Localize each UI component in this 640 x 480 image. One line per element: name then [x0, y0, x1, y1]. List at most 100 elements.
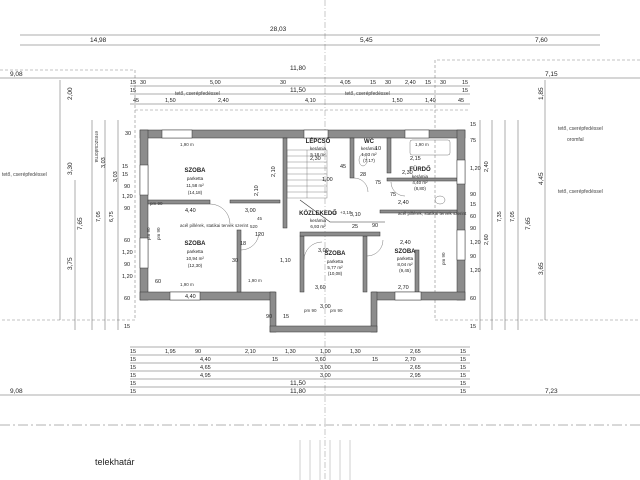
svg-text:15: 15 — [460, 373, 466, 379]
svg-text:25: 25 — [352, 224, 358, 230]
svg-text:4,65: 4,65 — [200, 365, 211, 371]
svg-text:pm 90: pm 90 — [156, 227, 161, 240]
svg-text:parketta: parketta — [327, 259, 344, 264]
dim-top-2: 5,45 — [360, 37, 373, 44]
svg-text:1,95: 1,95 — [165, 349, 176, 355]
svg-text:FÜRDŐ: FÜRDŐ — [409, 166, 431, 173]
svg-text:1,20: 1,20 — [122, 194, 133, 200]
svg-text:2,40: 2,40 — [398, 200, 409, 206]
svg-text:(9,45): (9,45) — [399, 268, 411, 273]
svg-text:1,50: 1,50 — [165, 98, 176, 104]
svg-text:2,70: 2,70 — [398, 285, 409, 291]
svg-text:60: 60 — [470, 296, 476, 302]
dim-left-2: 3,30 — [67, 162, 74, 175]
svg-text:SZOBA: SZOBA — [185, 168, 207, 174]
svg-text:15: 15 — [470, 122, 476, 128]
room-szoba-4: SZOBA parketta 8,04 m² (9,45) — [395, 249, 417, 273]
dim-top-3: 7,60 — [535, 37, 548, 44]
svg-text:75: 75 — [375, 180, 381, 186]
svg-text:45: 45 — [340, 164, 346, 170]
svg-text:parketta: parketta — [397, 256, 414, 261]
room-szoba-1: SZOBA parketta 11,58 m² (14,18) — [185, 168, 207, 195]
svg-text:60: 60 — [124, 238, 130, 244]
flat-marks: pm 90 pm 90 pm 90 pm 90 pm 90 pm 90 — [146, 201, 446, 313]
svg-text:parketta: parketta — [187, 249, 204, 254]
svg-text:90: 90 — [195, 349, 201, 355]
svg-text:SZOBA: SZOBA — [395, 249, 417, 255]
door-swings — [209, 177, 406, 261]
svg-text:5,00: 5,00 — [210, 80, 221, 86]
svg-text:(12,30): (12,30) — [188, 263, 203, 268]
windows — [139, 129, 466, 301]
svg-text:1,20: 1,20 — [470, 240, 481, 246]
svg-text:2,30: 2,30 — [310, 156, 321, 162]
stair-level: +3,10 — [340, 210, 352, 215]
svg-text:(14,18): (14,18) — [188, 190, 203, 195]
dim-right-2: 4,45 — [538, 172, 545, 185]
svg-text:2,40: 2,40 — [400, 240, 411, 246]
svg-text:2,10: 2,10 — [245, 349, 256, 355]
svg-text:pm 90: pm 90 — [330, 308, 343, 313]
svg-text:15: 15 — [470, 202, 476, 208]
dim-left-1: 2,00 — [67, 87, 74, 100]
svg-text:15: 15 — [370, 80, 376, 86]
svg-text:2,40: 2,40 — [405, 80, 416, 86]
dim-top2-3: 7,15 — [545, 71, 558, 78]
roof-outline-left — [0, 69, 136, 321]
svg-text:kerámia: kerámia — [361, 146, 378, 151]
dim-overall: 28,03 — [270, 26, 287, 33]
svg-text:18: 18 — [240, 241, 246, 247]
staircase — [286, 149, 385, 223]
svg-text:90: 90 — [470, 254, 476, 260]
svg-text:1,20: 1,20 — [470, 268, 481, 274]
dim-left-4: 7,65 — [77, 217, 84, 230]
svg-text:1,00: 1,00 — [322, 177, 333, 183]
svg-text:3,00: 3,00 — [245, 208, 256, 214]
svg-text:kerámia: kerámia — [310, 146, 327, 151]
dim-bottom-row-2: 15 4,40 15 3,60 15 2,70 15 — [130, 357, 466, 363]
dim-top2-2: 11,80 — [290, 65, 306, 72]
svg-text:SZOBA: SZOBA — [325, 251, 347, 257]
dim-top2-1: 9,08 — [10, 71, 23, 78]
svg-text:2,10: 2,10 — [271, 166, 277, 177]
roof-label-left: tető, cserépfedéssel — [2, 172, 47, 178]
stair-dim-2: 520 — [250, 224, 258, 229]
svg-text:KÖZLEKEDŐ: KÖZLEKEDŐ — [299, 210, 337, 217]
svg-text:15: 15 — [460, 349, 466, 355]
interior-dims: 4,40 4,40 3,00 60 2,10 1,10 3,10 2,40 2,… — [155, 146, 421, 320]
svg-text:15: 15 — [460, 357, 466, 363]
svg-text:15: 15 — [460, 365, 466, 371]
svg-text:3,00: 3,00 — [320, 365, 331, 371]
svg-text:kerámia: kerámia — [412, 174, 429, 179]
svg-text:75: 75 — [390, 192, 396, 198]
dimension-lines-left — [59, 80, 119, 330]
svg-text:4,40: 4,40 — [185, 208, 196, 214]
svg-text:LÉPCSŐ: LÉPCSŐ — [306, 137, 331, 145]
roof-label-top: tető, cserépfedéssel — [175, 91, 220, 97]
svg-text:1,10: 1,10 — [280, 258, 291, 264]
svg-text:pm 90: pm 90 — [146, 227, 151, 240]
stair-count: 14 — [332, 210, 338, 215]
svg-text:1,50: 1,50 — [392, 98, 403, 104]
svg-text:11,58 m²: 11,58 m² — [186, 183, 204, 188]
svg-text:75: 75 — [470, 138, 476, 144]
svg-text:15: 15 — [372, 357, 378, 363]
svg-text:3,03: 3,03 — [101, 157, 107, 168]
svg-text:15: 15 — [462, 80, 468, 86]
svg-text:15: 15 — [130, 381, 136, 387]
svg-text:1,20: 1,20 — [122, 274, 133, 280]
room-kozlekedo: KÖZLEKEDŐ kerámia 6,93 m² — [299, 210, 337, 229]
dim-left-detail: 30 3,03 15 3,03 15 90 1,20 90 60 1,20 90… — [101, 131, 133, 330]
svg-text:WC: WC — [364, 139, 375, 145]
svg-text:45: 45 — [133, 98, 139, 104]
svg-text:4,40: 4,40 — [185, 294, 196, 300]
svg-text:1,93 m²: 1,93 m² — [361, 152, 377, 157]
svg-text:(8,80): (8,80) — [414, 186, 426, 191]
svg-text:1,40: 1,40 — [425, 98, 436, 104]
svg-text:kerámia: kerámia — [310, 218, 327, 223]
svg-text:90: 90 — [124, 262, 130, 268]
svg-text:30: 30 — [125, 131, 131, 137]
svg-text:(7,17): (7,17) — [363, 158, 375, 163]
room-szoba-2: SZOBA parketta 10,94 m² (12,30) — [185, 241, 207, 268]
